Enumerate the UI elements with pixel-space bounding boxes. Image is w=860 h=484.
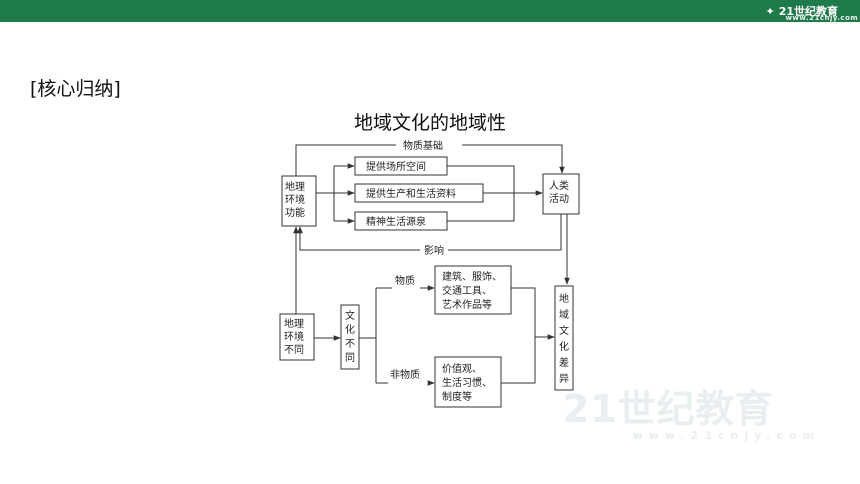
- regional-diff-char-4: 化: [559, 340, 569, 353]
- culture-diff-char-3: 不: [345, 339, 355, 350]
- brand-logo-sub: www.21cnjy.com: [785, 14, 859, 22]
- regional-diff-box: [554, 285, 574, 391]
- influence-arrow: [297, 226, 420, 251]
- material-items-line-1: 建筑、服饰、: [442, 270, 502, 283]
- env-diff-box: [279, 313, 315, 361]
- provide-space-text: 提供场所空间: [366, 160, 426, 173]
- influence-label: 影响: [424, 244, 444, 257]
- culture-diff-char-1: 文: [345, 309, 355, 322]
- brand-logo: ✦ 21世纪教育 www.21cnjy.com: [765, 2, 857, 23]
- nonmaterial-label: 非物质: [390, 368, 420, 381]
- nonmaterial-items-box: [434, 356, 502, 408]
- env-diff-line-2: 环境: [284, 330, 304, 343]
- env-function-line-2: 环境: [285, 193, 305, 206]
- nonmaterial-items-line-2: 生活习惯、: [442, 376, 492, 389]
- brand-logo-text: 21世纪教育: [778, 5, 838, 18]
- nonmaterial-items-line-3: 制度等: [442, 390, 472, 403]
- env-function-box: [281, 175, 317, 227]
- watermark-logo: 21世纪教育 www.21cnjy.com: [563, 378, 820, 442]
- material-basis-arrow: [462, 144, 565, 174]
- culture-diff-char-4: 同: [345, 352, 355, 364]
- section-title: [核心归纳]: [30, 78, 121, 100]
- env-function-line-1: 地理: [285, 180, 305, 193]
- watermark-sub: www.21cnjy.com: [632, 429, 820, 442]
- runner-icon: ✦: [765, 4, 775, 18]
- culture-diff-char-2: 化: [345, 323, 355, 336]
- human-activity-line-1: 人类: [549, 179, 569, 192]
- material-label: 物质: [395, 274, 415, 287]
- regional-diff-char-6: 异: [559, 373, 569, 385]
- env-function-line-3: 功能: [285, 206, 305, 219]
- material-items-line-2: 交通工具、: [442, 284, 492, 297]
- material-items-box: [434, 265, 512, 315]
- spiritual-source-text: 精神生活源泉: [366, 215, 426, 228]
- material-basis-line-left: [295, 144, 396, 176]
- material-items-line-3: 艺术作品等: [442, 298, 492, 311]
- regional-diff-char-5: 差: [559, 356, 569, 369]
- provide-resources-text: 提供生产和生活资料: [366, 187, 456, 200]
- regional-diff-char-1: 地: [559, 292, 569, 305]
- top-banner: [0, 0, 860, 22]
- material-basis-label: 物质基础: [403, 139, 443, 152]
- regional-diff-char-2: 域: [559, 308, 569, 321]
- culture-diff-box: [340, 304, 360, 370]
- watermark-text: 21世纪教育: [562, 387, 774, 431]
- nonmaterial-items-line-1: 价值观、: [442, 362, 482, 375]
- diagram-title: 地域文化的地域性: [353, 112, 506, 134]
- env-diff-line-3: 不同: [284, 344, 304, 356]
- human-activity-line-2: 活动: [549, 193, 569, 205]
- regional-diff-char-3: 文: [559, 324, 569, 337]
- env-diff-line-1: 地理: [284, 317, 304, 330]
- influence-line-right: [448, 214, 562, 251]
- culture-merge-bracket: [501, 287, 536, 384]
